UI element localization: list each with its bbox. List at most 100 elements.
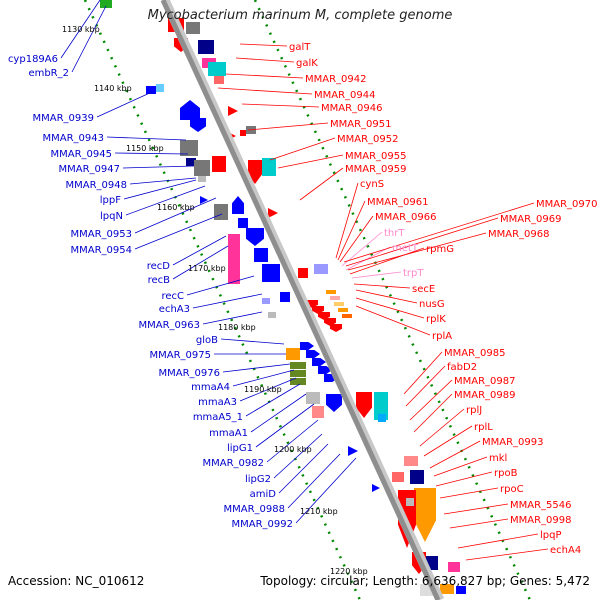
gene-label-secE[interactable]: secE — [412, 284, 435, 295]
gene-label-gloB[interactable]: gloB — [196, 335, 218, 346]
gene-label-lpqN[interactable]: lpqN — [100, 211, 123, 222]
gene-label-MMAR_0989[interactable]: MMAR_0989 — [454, 390, 516, 401]
gene-feature[interactable] — [238, 218, 248, 228]
gene-label-rpoB[interactable]: rpoB — [494, 468, 518, 479]
gene-label-lipG1[interactable]: lipG1 — [227, 443, 253, 454]
gene-label-MMAR_0943[interactable]: MMAR_0943 — [43, 133, 105, 144]
gene-label-MMAR_0976[interactable]: MMAR_0976 — [159, 368, 221, 379]
gene-label-MMAR_0961[interactable]: MMAR_0961 — [367, 197, 429, 208]
gene-feature[interactable] — [180, 100, 200, 120]
gene-feature[interactable] — [198, 176, 206, 182]
gene-label-cyp189A6[interactable]: cyp189A6 — [8, 54, 58, 65]
gene-label-lppF[interactable]: lppF — [100, 195, 121, 206]
gene-label-echA3[interactable]: echA3 — [159, 304, 190, 315]
gene-label-fabD2[interactable]: fabD2 — [447, 362, 477, 373]
gene-label-mmaA5_1[interactable]: mmaA5_1 — [193, 412, 243, 423]
gene-feature[interactable] — [246, 228, 264, 246]
gene-label-MMAR_0987[interactable]: MMAR_0987 — [454, 376, 516, 387]
gene-feature[interactable] — [262, 264, 280, 282]
gene-feature[interactable] — [146, 86, 156, 94]
gene-feature[interactable] — [312, 406, 324, 418]
gene-label-metT[interactable]: metT — [392, 243, 419, 254]
gene-feature[interactable] — [208, 62, 226, 76]
gene-label-rplA[interactable]: rplA — [432, 331, 452, 342]
gene-label-MMAR_0970[interactable]: MMAR_0970 — [536, 199, 598, 210]
gene-feature[interactable] — [300, 342, 314, 350]
gene-feature[interactable] — [156, 84, 164, 92]
gene-label-MMAR_0985[interactable]: MMAR_0985 — [444, 348, 506, 359]
gene-label-mmaA3[interactable]: mmaA3 — [198, 397, 237, 408]
gene-label-lipG2[interactable]: lipG2 — [245, 474, 271, 485]
gene-label-trpT[interactable]: trpT — [403, 268, 424, 279]
gene-label-echA4[interactable]: echA4 — [550, 545, 581, 556]
gene-label-nusG[interactable]: nusG — [419, 299, 445, 310]
gene-label-embR_2[interactable]: embR_2 — [28, 68, 69, 79]
gene-feature[interactable] — [214, 204, 228, 220]
gene-feature[interactable] — [330, 324, 342, 332]
gene-label-MMAR_0955[interactable]: MMAR_0955 — [345, 151, 407, 162]
gene-label-MMAR_0947[interactable]: MMAR_0947 — [59, 164, 121, 175]
gene-label-MMAR_0988[interactable]: MMAR_0988 — [224, 504, 286, 515]
gene-label-amiD[interactable]: amiD — [250, 489, 277, 500]
gene-feature[interactable] — [212, 156, 226, 172]
gene-label-recB[interactable]: recB — [148, 275, 171, 286]
gene-feature[interactable] — [240, 130, 246, 136]
gene-feature[interactable] — [356, 392, 372, 418]
gene-feature[interactable] — [378, 414, 386, 422]
gene-label-mmaA1[interactable]: mmaA1 — [209, 428, 248, 439]
gene-feature[interactable] — [298, 268, 308, 278]
gene-label-galT[interactable]: galT — [289, 42, 311, 53]
gene-label-recC[interactable]: recC — [161, 291, 184, 302]
gene-label-MMAR_0993[interactable]: MMAR_0993 — [482, 437, 544, 448]
gene-feature[interactable] — [318, 366, 332, 374]
gene-label-MMAR_0954[interactable]: MMAR_0954 — [71, 245, 133, 256]
gene-feature[interactable] — [348, 446, 358, 456]
gene-label-MMAR_0946[interactable]: MMAR_0946 — [321, 103, 383, 114]
gene-label-MMAR_0966[interactable]: MMAR_0966 — [375, 212, 437, 223]
gene-feature[interactable] — [286, 348, 300, 360]
gene-feature[interactable] — [392, 472, 404, 482]
gene-feature[interactable] — [262, 158, 276, 176]
gene-feature[interactable] — [232, 196, 244, 214]
gene-feature[interactable] — [198, 40, 214, 54]
gene-feature[interactable] — [186, 158, 196, 166]
gene-label-MMAR_0939[interactable]: MMAR_0939 — [33, 113, 95, 124]
gene-feature[interactable] — [456, 586, 466, 594]
gene-feature[interactable] — [314, 264, 328, 274]
gene-label-MMAR_0953[interactable]: MMAR_0953 — [71, 229, 133, 240]
gene-feature[interactable] — [306, 392, 320, 404]
gene-label-rplL[interactable]: rplL — [474, 422, 493, 433]
gene-feature[interactable] — [228, 234, 240, 284]
gene-label-MMAR_0945[interactable]: MMAR_0945 — [51, 149, 113, 160]
gene-label-MMAR_0963[interactable]: MMAR_0963 — [139, 320, 201, 331]
gene-label-MMAR_0998[interactable]: MMAR_0998 — [510, 515, 572, 526]
gene-feature[interactable] — [186, 22, 200, 34]
gene-label-MMAR_0959[interactable]: MMAR_0959 — [345, 164, 407, 175]
gene-feature[interactable] — [448, 562, 460, 572]
gene-feature[interactable] — [214, 76, 224, 84]
gene-feature[interactable] — [180, 140, 198, 156]
gene-label-MMAR_0982[interactable]: MMAR_0982 — [203, 458, 265, 469]
gene-feature[interactable] — [404, 456, 418, 466]
gene-feature[interactable] — [334, 302, 344, 306]
gene-feature[interactable] — [414, 488, 436, 542]
gene-label-rpoC[interactable]: rpoC — [500, 484, 524, 495]
gene-label-cynS[interactable]: cynS — [360, 179, 384, 190]
gene-feature[interactable] — [440, 584, 454, 594]
gene-feature[interactable] — [280, 292, 290, 302]
gene-feature[interactable] — [410, 470, 424, 484]
gene-label-MMAR_5546[interactable]: MMAR_5546 — [510, 500, 572, 511]
gene-feature[interactable] — [228, 106, 238, 116]
gene-label-MMAR_0951[interactable]: MMAR_0951 — [330, 119, 392, 130]
gene-label-MMAR_0992[interactable]: MMAR_0992 — [232, 519, 294, 530]
gene-feature[interactable] — [190, 118, 206, 132]
gene-feature[interactable] — [312, 358, 326, 366]
gene-feature[interactable] — [200, 196, 208, 204]
gene-label-MMAR_0942[interactable]: MMAR_0942 — [305, 74, 367, 85]
gene-label-rplJ[interactable]: rplJ — [466, 405, 482, 416]
gene-label-MMAR_0969[interactable]: MMAR_0969 — [500, 214, 562, 225]
gene-feature[interactable] — [194, 160, 210, 176]
gene-feature[interactable] — [290, 362, 306, 369]
gene-label-rpmG[interactable]: rpmG — [426, 244, 454, 255]
gene-label-MMAR_0968[interactable]: MMAR_0968 — [488, 229, 550, 240]
